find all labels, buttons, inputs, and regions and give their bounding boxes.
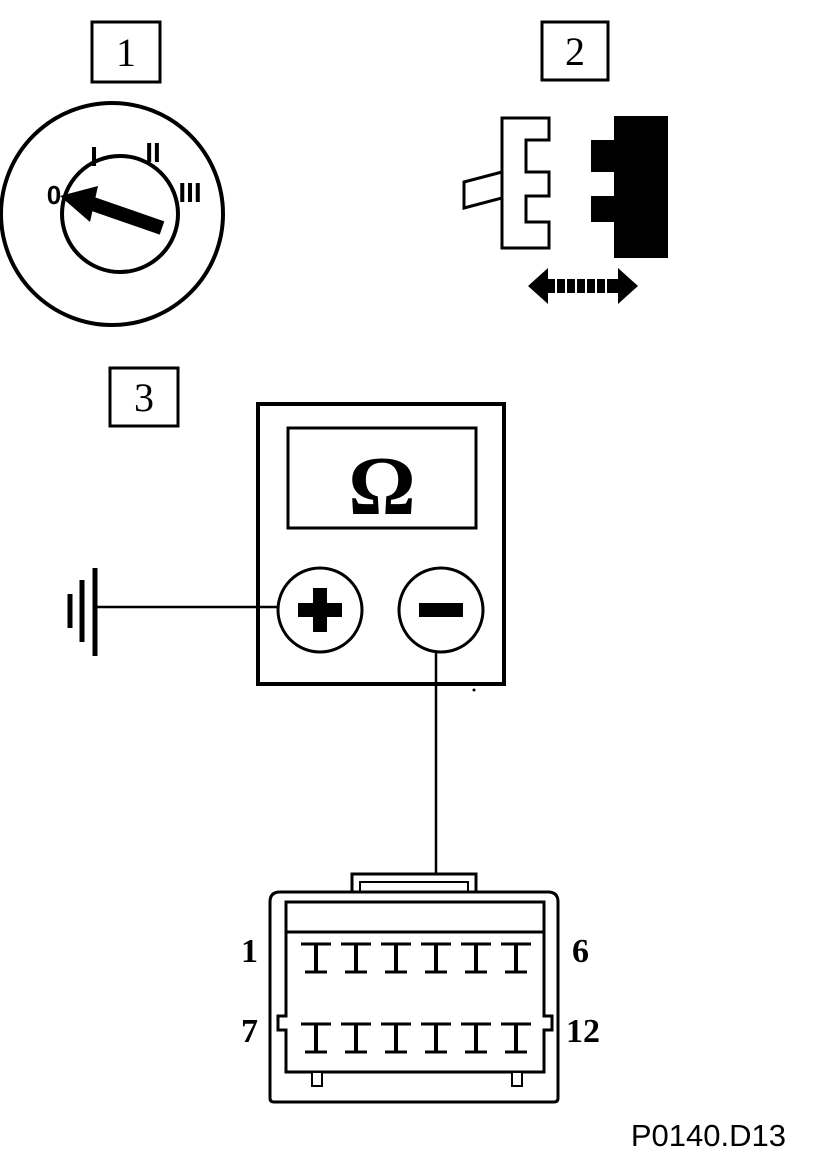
pin xyxy=(301,942,331,974)
pin-label-1: 1 xyxy=(241,933,258,970)
pin-label-12: 12 xyxy=(566,1013,600,1050)
reference-code: P0140.D13 xyxy=(631,1118,786,1153)
pin xyxy=(501,942,531,974)
ignition-switch-icon: 0 I II III xyxy=(0,101,225,327)
ohm-symbol: Ω xyxy=(348,440,415,533)
pin xyxy=(341,942,371,974)
pin xyxy=(461,1022,491,1054)
pin xyxy=(301,1022,331,1054)
ground-icon xyxy=(67,568,98,656)
pin-label-7: 7 xyxy=(241,1013,258,1050)
ignition-position-3: III xyxy=(178,177,201,208)
pin xyxy=(341,1022,371,1054)
step-2-number: 2 xyxy=(565,29,585,74)
pin-row-top xyxy=(301,942,531,974)
negative-terminal-icon xyxy=(397,566,485,654)
step-1-box: 1 xyxy=(90,20,162,84)
ignition-position-1: I xyxy=(90,141,98,172)
harness-connector: 1 6 7 12 xyxy=(241,872,600,1104)
step-1-number: 1 xyxy=(116,30,136,75)
pin xyxy=(381,942,411,974)
pin xyxy=(381,1022,411,1054)
pin xyxy=(421,942,451,974)
step-2-box: 2 xyxy=(540,20,610,82)
ignition-position-2: II xyxy=(145,137,161,168)
pin xyxy=(421,1022,451,1054)
pin xyxy=(461,942,491,974)
step-3-number: 3 xyxy=(134,375,154,420)
ohmmeter: Ω xyxy=(256,402,506,686)
disconnect-connector-icon xyxy=(462,116,668,304)
separate-arrow-icon xyxy=(528,268,638,304)
positive-terminal-icon xyxy=(276,566,364,654)
pin xyxy=(501,1022,531,1054)
ignition-position-0: 0 xyxy=(47,180,61,210)
step-3-box: 3 xyxy=(108,366,180,428)
pin-label-6: 6 xyxy=(572,933,589,970)
pin-row-bottom xyxy=(301,1022,531,1054)
